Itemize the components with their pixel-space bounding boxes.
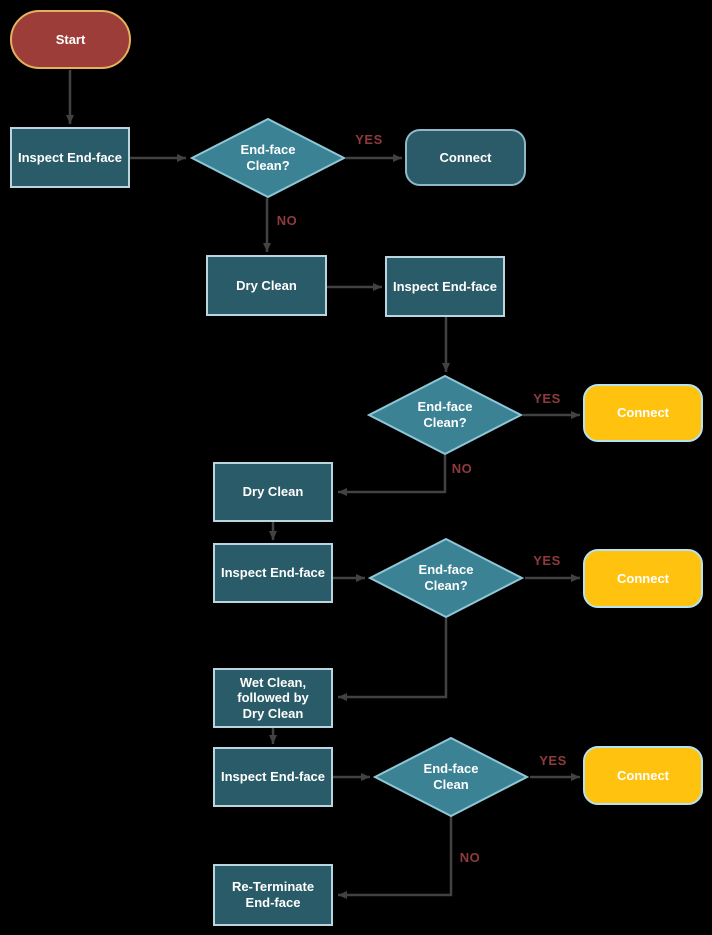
diamond-shape-icon (368, 538, 524, 618)
diamond-shape-icon (367, 375, 523, 455)
dry-clean-2-node: Dry Clean (213, 462, 333, 522)
endface-clean-decision-1-label: End-face Clean? (240, 142, 296, 173)
yes-label-2: YES (533, 391, 561, 406)
wet-clean-node: Wet Clean, followed by Dry Clean (213, 668, 333, 728)
inspect-endface-1-node: Inspect End-face (10, 127, 130, 188)
connect-terminal-3-label: Connect (617, 570, 669, 586)
inspect-endface-4-label: Inspect End-face (220, 769, 326, 785)
inspect-endface-4-node: Inspect End-face (213, 747, 333, 807)
inspect-endface-2-node: Inspect End-face (385, 256, 505, 317)
yes-label-1: YES (355, 132, 383, 147)
connect-terminal-1-label: Connect (439, 149, 492, 165)
inspect-endface-3-node: Inspect End-face (213, 543, 333, 603)
endface-clean-decision-2: End-face Clean? (367, 375, 523, 455)
yes-label-4: YES (539, 753, 567, 768)
dry-clean-1-node: Dry Clean (206, 255, 327, 316)
connect-terminal-2-label: Connect (617, 405, 669, 421)
start-node: Start (10, 10, 131, 69)
connect-terminal-4: Connect (583, 746, 703, 805)
endface-clean-decision-2-label: End-face Clean? (417, 399, 473, 430)
endface-clean-decision-3-label: End-face Clean? (418, 562, 474, 593)
no-label-2: NO (451, 461, 473, 476)
endface-clean-decision-4-label: End-face Clean (423, 761, 479, 792)
endface-clean-decision-3: End-face Clean? (368, 538, 524, 618)
start-label: Start (55, 31, 86, 47)
reterminate-endface-label: Re-Terminate End-face (231, 879, 315, 910)
connect-terminal-2: Connect (583, 384, 703, 442)
edge-decision3-to-wet (338, 618, 448, 701)
inspect-endface-1-label: Inspect End-face (17, 149, 123, 165)
no-label-1: NO (276, 213, 298, 228)
endface-clean-decision-4: End-face Clean (373, 737, 529, 817)
connect-terminal-1: Connect (405, 129, 526, 186)
reterminate-endface-node: Re-Terminate End-face (213, 864, 333, 926)
dry-clean-2-label: Dry Clean (242, 484, 304, 500)
no-label-4: NO (459, 850, 481, 865)
edge-decision4-no-to-reterminate (338, 816, 453, 899)
wet-clean-label: Wet Clean, followed by Dry Clean (237, 674, 309, 721)
yes-label-3: YES (533, 553, 561, 568)
connect-terminal-3: Connect (583, 549, 703, 608)
dry-clean-1-label: Dry Clean (236, 277, 297, 293)
endface-clean-decision-1: End-face Clean? (190, 118, 346, 198)
diamond-shape-icon (190, 118, 346, 198)
diamond-shape-icon (373, 737, 529, 817)
edge-decision2-no-to-dry2 (338, 455, 447, 496)
inspect-endface-2-label: Inspect End-face (392, 278, 498, 294)
inspect-endface-3-label: Inspect End-face (220, 565, 326, 581)
connect-terminal-4-label: Connect (617, 767, 669, 783)
